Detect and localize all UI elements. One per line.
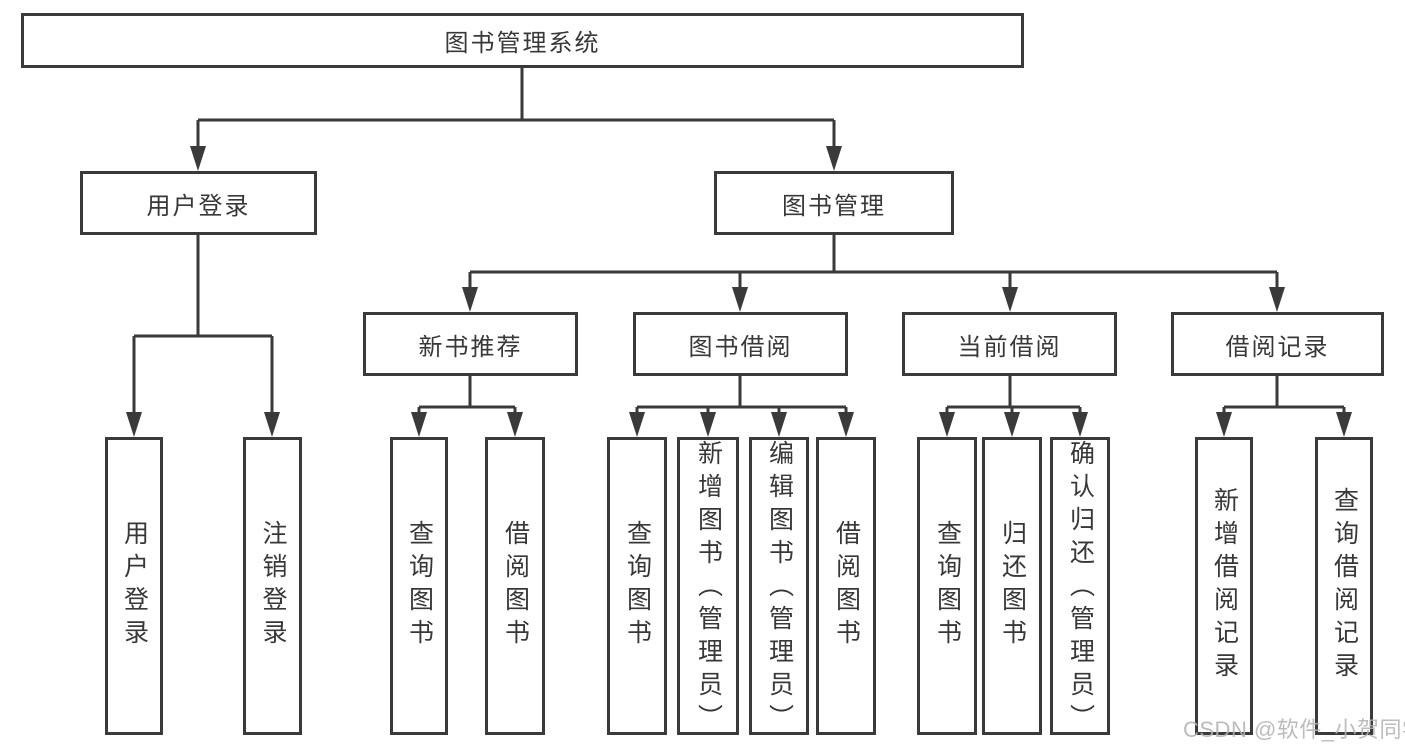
leaf-query-books-current-label: 查询图书 [933, 520, 962, 652]
arrowhead-icon [732, 287, 748, 312]
node-book-management: 图书管理 [714, 171, 954, 235]
leaf-borrow-books-borrowing: 借阅图书 [816, 437, 876, 735]
connector-line [417, 376, 517, 416]
arrowhead-icon [462, 287, 478, 312]
leaf-logout: 注销登录 [243, 437, 302, 735]
leaf-query-books-borrowing-label: 查询图书 [623, 520, 652, 652]
arrowhead-icon [1269, 287, 1285, 312]
csdn-watermark: CSDN @软件_小贺同学 [1183, 717, 1405, 742]
connector-lines [132, 68, 1346, 417]
leaf-return-book: 归还图书 [982, 437, 1042, 735]
arrowhead-icon [838, 412, 854, 437]
leaf-add-book-admin-label: 新增图书（管理员） [694, 440, 723, 737]
node-new-book-recommend-label: 新书推荐 [418, 333, 523, 361]
leaf-query-books-recommend-label: 查询图书 [405, 520, 434, 652]
arrowhead-icon [1072, 412, 1088, 437]
node-user-login-label: 用户登录 [146, 192, 251, 220]
arrowhead-icon [411, 412, 427, 437]
leaf-edit-book-admin: 编辑图书（管理员） [749, 437, 809, 737]
node-book-borrowing: 图书借阅 [633, 312, 848, 376]
leaf-query-books-recommend: 查询图书 [390, 437, 448, 735]
arrowhead-icon [1336, 412, 1352, 437]
arrowhead-icon [126, 412, 142, 437]
arrowhead-icon [700, 412, 716, 437]
connector-line [468, 235, 1279, 291]
leaf-add-borrow-record: 新增借阅记录 [1195, 437, 1253, 735]
arrowhead-icon [264, 412, 280, 437]
leaf-user-login: 用户登录 [105, 437, 163, 735]
connector-line [945, 376, 1082, 416]
node-book-management-label: 图书管理 [782, 192, 886, 220]
arrowhead-icon [771, 412, 787, 437]
leaf-confirm-return-admin-label: 确认归还（管理员） [1066, 440, 1095, 737]
leaf-query-borrow-record: 查询借阅记录 [1315, 437, 1373, 735]
arrowhead-icon [190, 146, 206, 171]
node-book-borrowing-label: 图书借阅 [688, 333, 793, 361]
leaf-add-book-admin: 新增图书（管理员） [677, 437, 739, 737]
arrowhead-icon [1216, 412, 1232, 437]
arrowhead-icon [1004, 412, 1020, 437]
leaf-edit-book-admin-label: 编辑图书（管理员） [765, 440, 794, 737]
node-borrowing-records-label: 借阅记录 [1225, 333, 1330, 361]
connector-line [635, 376, 848, 416]
connector-line [132, 235, 274, 417]
arrowhead-icon [939, 412, 955, 437]
leaf-add-borrow-record-label: 新增借阅记录 [1210, 487, 1239, 685]
connector-line [196, 68, 836, 150]
arrowhead-icon [1002, 287, 1018, 312]
node-new-book-recommend: 新书推荐 [363, 312, 578, 376]
node-current-borrowing-label: 当前借阅 [957, 333, 1062, 361]
leaf-query-books-borrowing: 查询图书 [607, 437, 667, 735]
leaf-borrow-books-recommend: 借阅图书 [485, 437, 545, 735]
node-root-label: 图书管理系统 [444, 30, 601, 57]
arrowhead-icon [826, 146, 842, 171]
leaf-query-books-current: 查询图书 [917, 437, 977, 735]
leaf-return-book-label: 归还图书 [998, 520, 1027, 652]
leaf-borrow-books-borrowing-label: 借阅图书 [832, 520, 861, 652]
arrowhead-icon [629, 412, 645, 437]
leaf-confirm-return-admin: 确认归还（管理员） [1050, 437, 1110, 737]
leaf-logout-label: 注销登录 [259, 520, 287, 652]
node-root: 图书管理系统 [21, 13, 1024, 68]
arrowhead-icon [507, 412, 523, 437]
node-user-login: 用户登录 [80, 171, 317, 235]
leaf-query-borrow-record-label: 查询借阅记录 [1330, 487, 1359, 685]
leaf-borrow-books-recommend-label: 借阅图书 [501, 520, 530, 652]
leaf-user-login-label: 用户登录 [120, 520, 149, 652]
connector-line [1222, 376, 1346, 416]
arrowheads [126, 146, 1352, 437]
node-borrowing-records: 借阅记录 [1171, 312, 1384, 376]
node-current-borrowing: 当前借阅 [902, 312, 1117, 376]
